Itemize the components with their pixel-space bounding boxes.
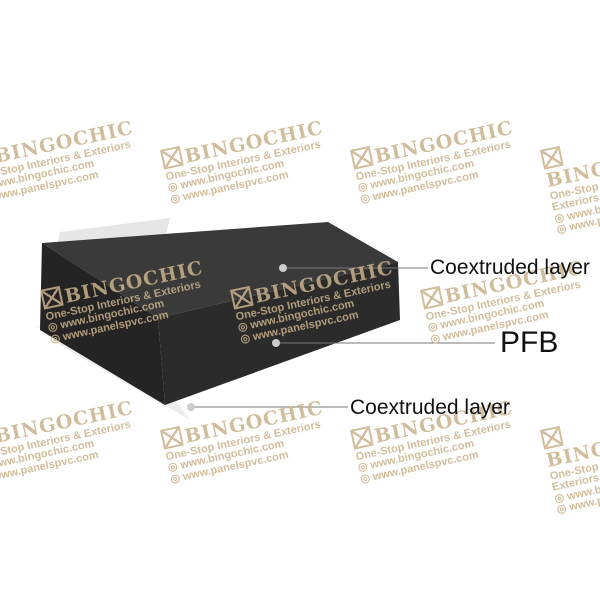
label-pfb: PFB <box>500 326 559 359</box>
watermark-logo-icon <box>230 285 254 310</box>
board-side-face <box>158 262 400 405</box>
label-bottom-coextruded-layer: Coextruded layer <box>350 396 510 419</box>
pointer-dot-top <box>279 264 287 272</box>
watermark-logo-icon <box>350 425 374 450</box>
pointer-dot-middle <box>272 339 280 347</box>
board-front-face <box>40 243 165 405</box>
watermark-logo-icon <box>160 425 184 450</box>
watermark-logo-icon <box>350 145 374 170</box>
label-top-coextruded-layer: Coextruded layer <box>430 256 590 279</box>
pointer-dot-bottom <box>187 403 195 411</box>
watermark-logo-icon <box>40 285 64 310</box>
board-top-face <box>42 222 398 318</box>
watermark-logo-icon <box>160 145 184 170</box>
watermark-logo-icon <box>420 285 444 310</box>
